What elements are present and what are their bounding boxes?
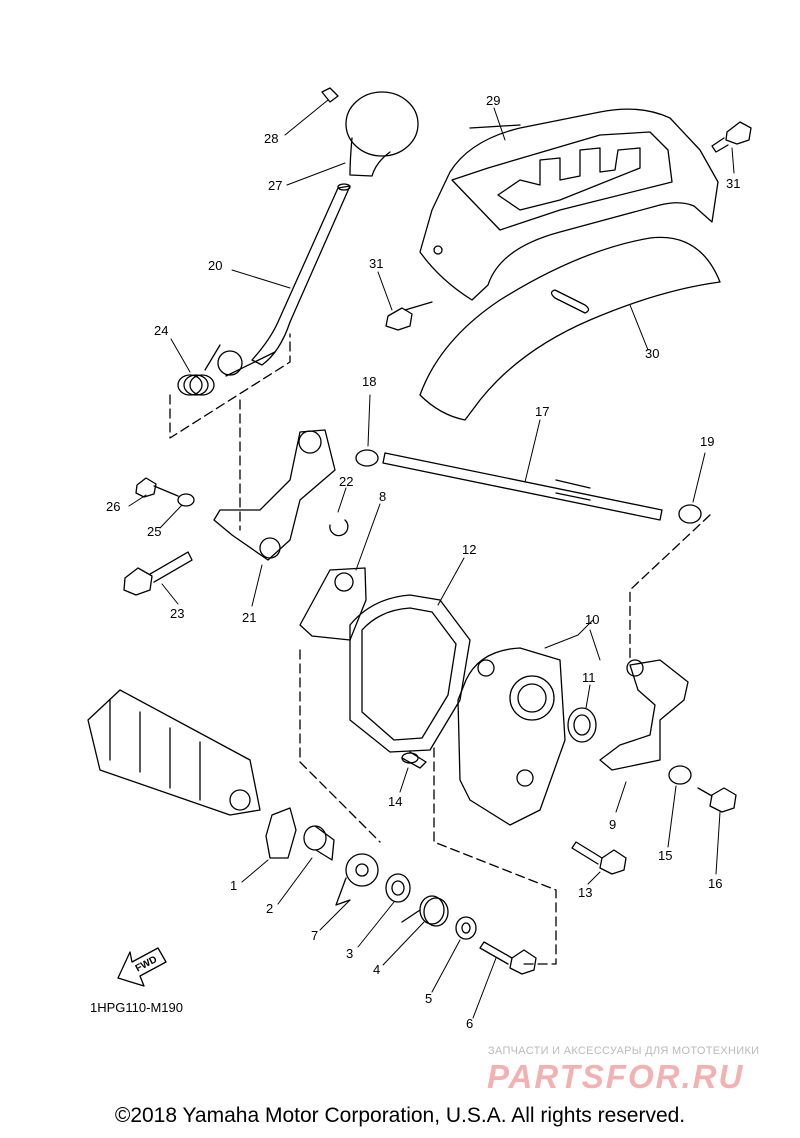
gasket-12-shape <box>349 594 471 753</box>
shift-drum-shape <box>87 689 261 816</box>
part-label-31b: 31 <box>369 256 383 271</box>
spring-24-shape <box>177 344 221 396</box>
fwd-label: FWD <box>134 954 159 974</box>
part-label-22: 22 <box>339 474 353 489</box>
fwd-arrow-icon <box>117 947 167 987</box>
part-label-15: 15 <box>658 848 672 863</box>
bolt-23-shape <box>123 551 193 596</box>
cam-segment-1-shape <box>265 807 297 859</box>
leader-lines <box>169 333 711 965</box>
panel-29-shape <box>419 108 719 301</box>
part-label-24: 24 <box>154 323 168 338</box>
part-label-26: 26 <box>106 499 120 514</box>
bolt-16-shape <box>697 787 737 813</box>
knob-27-shape <box>321 87 419 177</box>
part-label-31a: 31 <box>726 176 740 191</box>
part-label-13: 13 <box>578 885 592 900</box>
washer-5-shape <box>455 916 477 940</box>
part-label-27: 27 <box>268 178 282 193</box>
lever-21-shape <box>213 429 336 561</box>
part-label-23: 23 <box>170 606 184 621</box>
part-label-16: 16 <box>708 876 722 891</box>
part-label-12: 12 <box>462 542 476 557</box>
bushing-2-shape <box>303 825 335 861</box>
part-label-17: 17 <box>535 404 549 419</box>
part-label-8: 8 <box>379 489 386 504</box>
part-label-1: 1 <box>230 878 237 893</box>
part-label-4: 4 <box>373 962 380 977</box>
part-label-2: 2 <box>266 901 273 916</box>
exploded-parts-diagram: 28 27 20 24 29 31 31 30 18 17 19 22 26 2… <box>87 87 752 1031</box>
washer-15-shape <box>668 765 692 785</box>
shift-rod-17-shape <box>382 452 663 521</box>
lever-9-shape <box>599 659 689 771</box>
part-label-28: 28 <box>264 131 278 146</box>
dowel-pin-14-shape <box>401 751 427 769</box>
joint-18-shape <box>355 449 379 467</box>
bolt-31-shapes <box>385 121 752 331</box>
assembly-bracket-10-shape <box>457 647 566 826</box>
part-label-29: 29 <box>486 93 500 108</box>
part-label-18: 18 <box>362 374 376 389</box>
part-label-5: 5 <box>425 991 432 1006</box>
circlip-22-shape <box>329 519 349 537</box>
part-label-20: 20 <box>208 258 222 273</box>
part-label-7: 7 <box>311 928 318 943</box>
part-label-11: 11 <box>582 670 596 685</box>
label-leaders <box>128 99 735 1019</box>
shift-shaft-lever-8-shape <box>299 567 367 641</box>
part-label-14: 14 <box>388 794 402 809</box>
part-label-19: 19 <box>700 434 714 449</box>
part-label-9: 9 <box>609 817 616 832</box>
spring-4-shape <box>401 895 449 927</box>
joint-19-shape <box>678 504 702 524</box>
bolt-26-shape <box>135 477 179 498</box>
copyright-footer: ©2018 Yamaha Motor Corporation, U.S.A. A… <box>114 1104 686 1127</box>
oil-seal-11-shape <box>567 707 597 743</box>
bolt-6-shape <box>479 941 537 975</box>
washer-3-shape <box>385 873 411 903</box>
shift-lever-20-shape <box>217 183 351 377</box>
washer-25-shape <box>177 493 195 507</box>
boot-30-shape <box>419 236 721 421</box>
watermark-brand: PARTSFOR.RU <box>487 1058 745 1095</box>
part-label-21: 21 <box>242 610 256 625</box>
bolt-13-shape <box>571 841 627 875</box>
sprocket-7-shape <box>335 853 379 906</box>
part-label-10: 10 <box>585 612 599 627</box>
watermark-tagline: ЗАПЧАСТИ И АКСЕССУАРЫ ДЛЯ МОТОТЕХНИКИ <box>488 1045 760 1057</box>
part-label-30: 30 <box>645 346 659 361</box>
diagram-code: 1HPG110-M190 <box>90 1000 183 1015</box>
part-label-25: 25 <box>147 524 161 539</box>
part-label-3: 3 <box>346 946 353 961</box>
part-label-6: 6 <box>466 1016 473 1031</box>
